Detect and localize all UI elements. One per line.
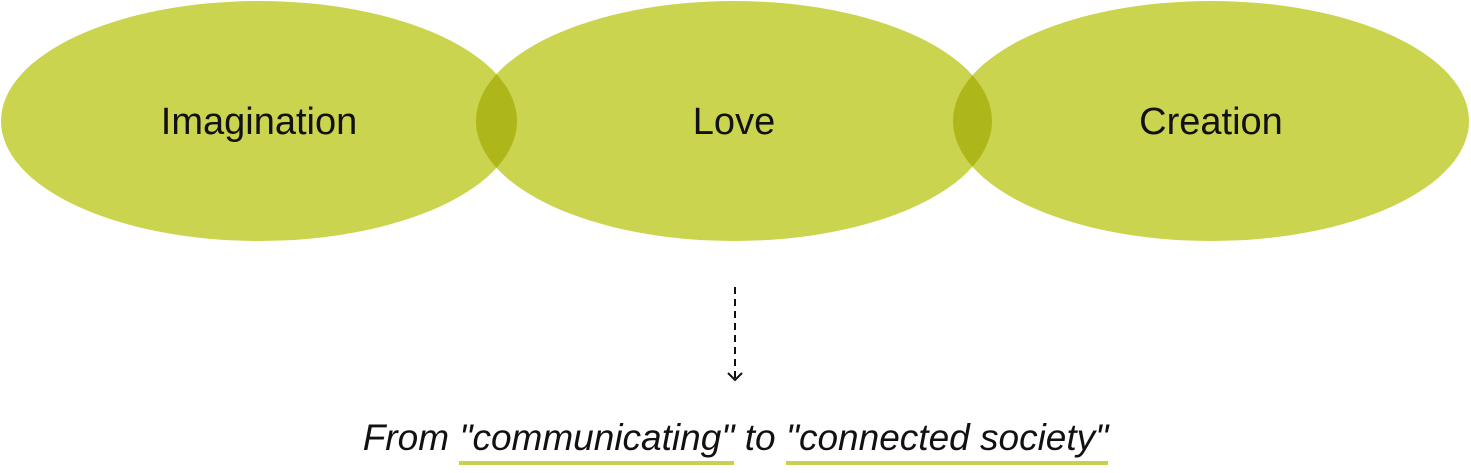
label-imagination: Imagination [161,101,357,143]
label-creation: Creation [1139,101,1283,143]
caption-term-communicating: "communicating" [459,418,735,465]
caption-connector: to [734,417,786,458]
label-love: Love [693,101,775,143]
caption-term-connected-society: "connected society" [785,418,1109,465]
caption: From "communicating" to "connected socie… [0,414,1471,465]
caption-prefix: From [362,417,460,458]
ellipse-creation [953,1,1469,241]
arrow-head-icon [727,372,743,382]
ellipse-imagination [1,1,517,241]
ellipse-love [476,1,992,241]
